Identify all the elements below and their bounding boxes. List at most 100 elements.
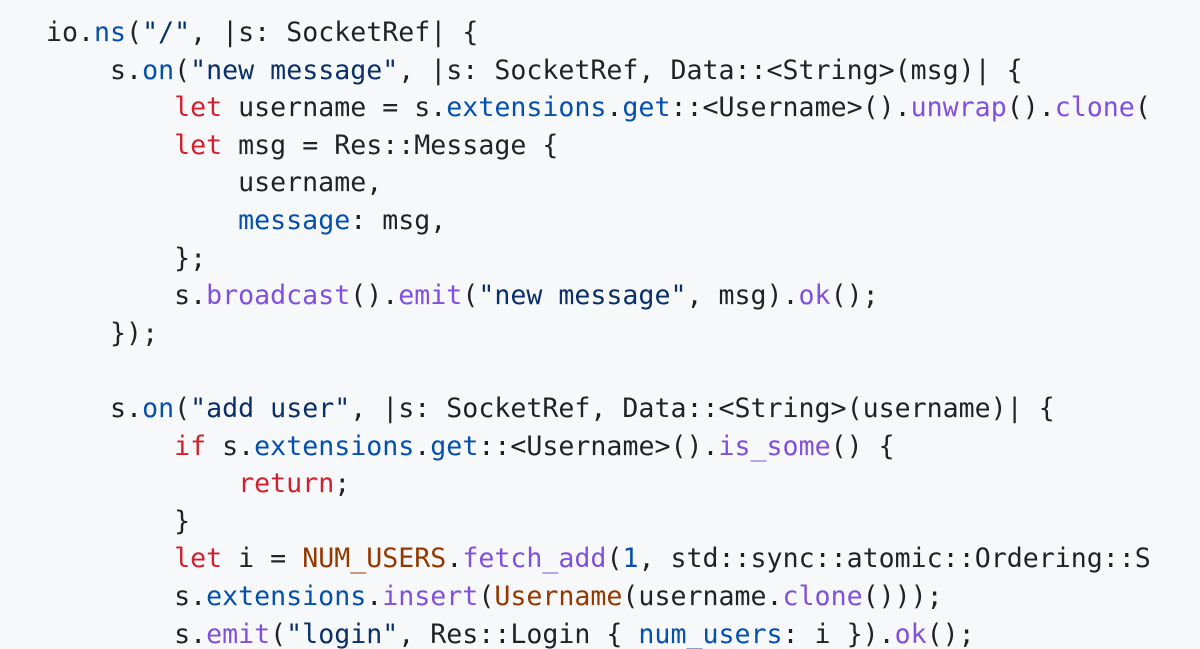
code-token: , |s: SocketRef, Data::<String>(msg)| { (398, 54, 1023, 86)
code-token: ::<Username>(). (478, 430, 719, 462)
code-token: clone (1054, 92, 1135, 124)
code-token: . (414, 430, 431, 462)
code-token: let (174, 92, 223, 124)
code-lines: io.ns("/", |s: SocketRef| { s.on("new me… (46, 14, 1200, 649)
code-token: (). (350, 280, 399, 312)
code-token: get (430, 430, 479, 462)
code-token: is_some (718, 430, 831, 462)
code-token: ( (270, 618, 287, 649)
code-token: broadcast (206, 280, 351, 312)
code-token: ns (94, 17, 127, 48)
code-token: ( (478, 580, 495, 612)
code-token: s. (46, 618, 207, 649)
code-token: ( (174, 54, 191, 86)
code-token: "/" (142, 17, 191, 48)
code-token: , msg). (686, 280, 799, 312)
code-token: i = (222, 543, 303, 575)
code-token: unwrap (910, 92, 1007, 124)
code-token: s. (46, 54, 143, 86)
code-token: , Res::Login { (398, 618, 639, 649)
code-token: }; (46, 242, 207, 274)
code-token: ( (606, 543, 623, 575)
code-token: ( (126, 17, 143, 48)
code-token: msg = Res::Message { (222, 129, 559, 161)
code-token: , |s: SocketRef| { (190, 17, 479, 48)
code-token: num_users (638, 618, 783, 649)
code-line: username, (46, 164, 1200, 202)
code-line: }; (46, 240, 1200, 278)
code-line: }); (46, 315, 1200, 353)
code-token: return (238, 468, 335, 500)
code-token: . (606, 92, 623, 124)
code-token: Username (494, 580, 623, 612)
code-token: : msg, (350, 204, 447, 236)
code-token: } (46, 505, 191, 537)
code-line: } (46, 503, 1200, 541)
code-token: "login" (286, 618, 399, 649)
code-token: let (174, 129, 223, 161)
code-token: extensions (446, 92, 607, 124)
code-token: . (366, 580, 383, 612)
code-token: s. (46, 580, 207, 612)
code-token: message (238, 204, 351, 236)
code-token: ( (462, 280, 479, 312)
code-token: (username. (622, 580, 783, 612)
code-token: 1 (622, 543, 639, 575)
code-line: if s.extensions.get::<Username>().is_som… (46, 428, 1200, 466)
code-token: insert (382, 580, 479, 612)
code-token: clone (782, 580, 863, 612)
code-token: (). (1006, 92, 1055, 124)
code-token: , |s: SocketRef, Data::<String>(username… (350, 392, 1055, 424)
code-token: ::<Username>(). (670, 92, 911, 124)
code-token (46, 543, 174, 574)
code-token: ; (334, 468, 351, 500)
code-token: s. (46, 392, 143, 424)
code-token: io. (46, 17, 95, 48)
code-token (46, 92, 174, 123)
code-token (46, 130, 174, 161)
code-token (46, 205, 238, 236)
code-token: : i }). (782, 618, 895, 649)
code-token: ())); (862, 580, 943, 612)
code-line: s.broadcast().emit("new message", msg).o… (46, 277, 1200, 315)
code-line: message: msg, (46, 202, 1200, 240)
code-token: emit (206, 618, 271, 649)
code-token: let (174, 543, 223, 575)
code-token: emit (398, 280, 463, 312)
code-token: extensions (254, 430, 415, 462)
code-token: extensions (206, 580, 367, 612)
code-token: (); (830, 280, 879, 312)
code-line: s.extensions.insert(Username(username.cl… (46, 578, 1200, 616)
code-token: "new message" (190, 54, 399, 86)
code-token: username = s. (222, 92, 447, 124)
code-token (46, 431, 174, 462)
code-token: , std::sync::atomic::Ordering::S (638, 543, 1151, 575)
code-line: io.ns("/", |s: SocketRef| { (46, 14, 1200, 52)
code-token: "add user" (190, 392, 351, 424)
code-line: let msg = Res::Message { (46, 127, 1200, 165)
code-token: ok (894, 618, 927, 649)
code-token: "new message" (478, 280, 687, 312)
code-line: s.on("new message", |s: SocketRef, Data:… (46, 52, 1200, 90)
code-token: () { (830, 430, 895, 462)
code-token: }); (46, 317, 159, 349)
code-token: ( (174, 392, 191, 424)
code-token: username, (46, 167, 383, 199)
code-token: on (142, 392, 175, 424)
code-token: (); (926, 618, 975, 649)
code-token: if (174, 430, 207, 462)
code-token: fetch_add (462, 543, 607, 575)
code-token: ok (798, 280, 831, 312)
code-token: NUM_USERS (302, 543, 447, 575)
code-line: s.emit("login", Res::Login { num_users: … (46, 616, 1200, 649)
code-token: get (622, 92, 671, 124)
code-token: s. (46, 280, 207, 312)
code-line: return; (46, 465, 1200, 503)
code-token: on (142, 54, 175, 86)
code-token: s. (206, 430, 255, 462)
code-line: let username = s.extensions.get::<Userna… (46, 89, 1200, 127)
code-line: let i = NUM_USERS.fetch_add(1, std::sync… (46, 540, 1200, 578)
code-token: . (446, 543, 463, 575)
code-token: ( (1134, 92, 1151, 124)
